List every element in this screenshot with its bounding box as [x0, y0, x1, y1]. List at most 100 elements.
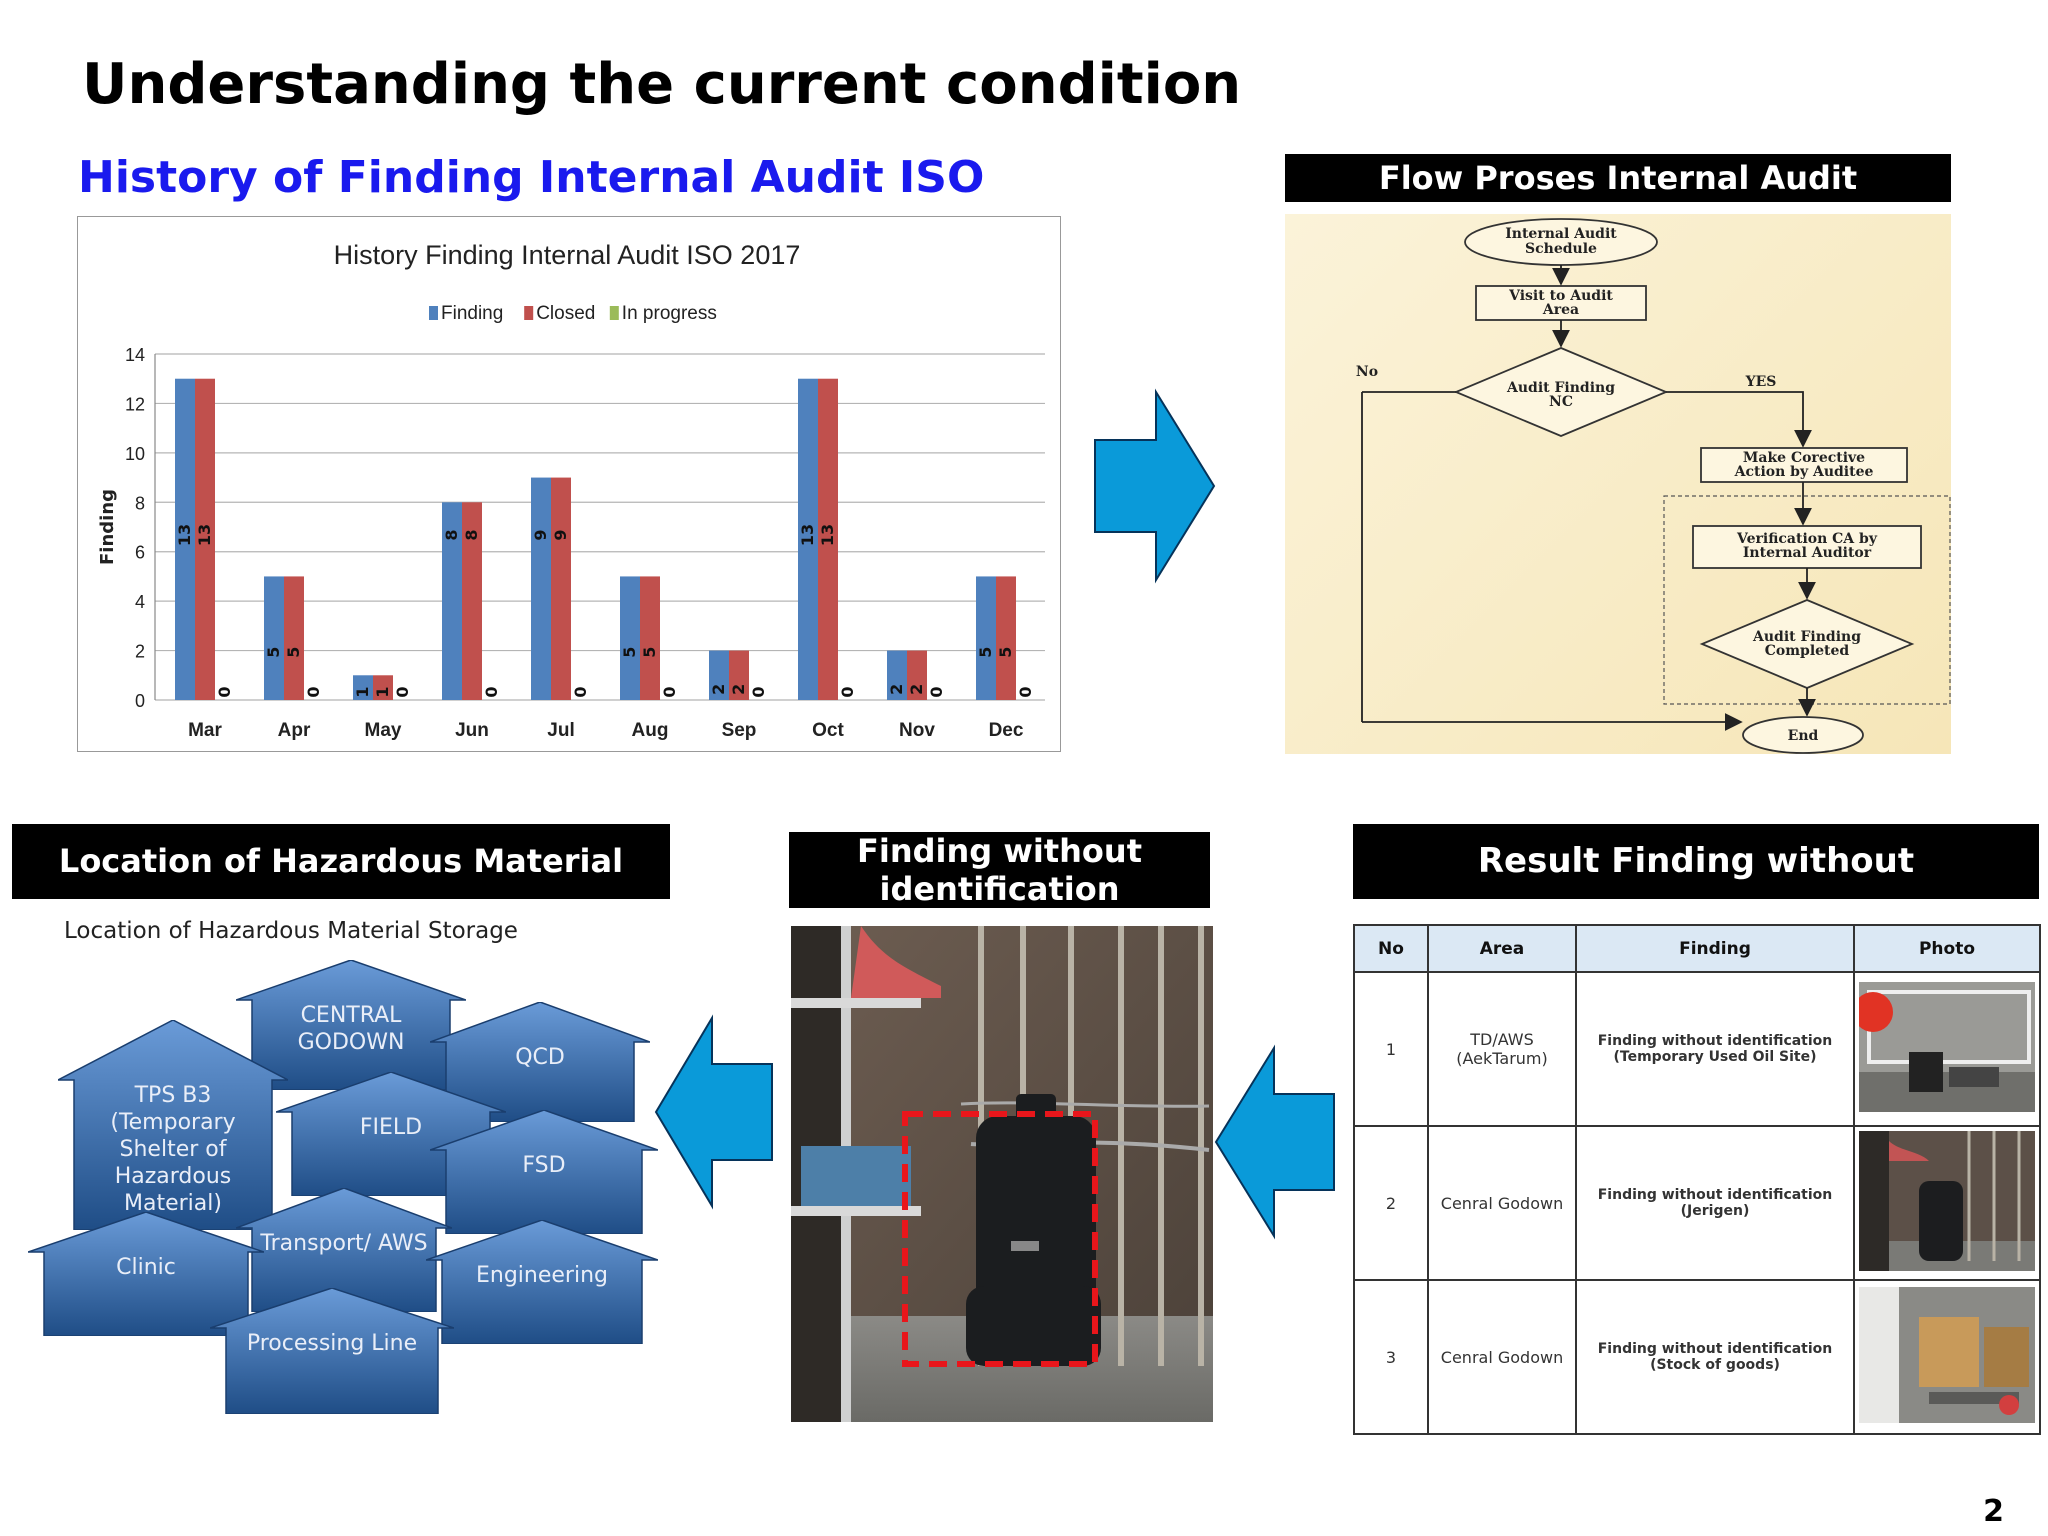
data-label: 13	[798, 524, 817, 546]
data-label: 5	[996, 647, 1015, 658]
bar-closed	[551, 477, 571, 700]
data-label: 1	[353, 686, 372, 697]
bar-closed	[640, 576, 660, 700]
data-label: 2	[729, 684, 748, 695]
x-tick-label: Sep	[722, 720, 757, 741]
header-finding: Finding	[1575, 924, 1855, 973]
bar-closed	[284, 576, 304, 700]
bar-closed	[462, 502, 482, 700]
bar-closed	[373, 675, 393, 700]
bar-finding	[442, 502, 462, 700]
header-area: Area	[1427, 924, 1577, 973]
data-label: 2	[887, 684, 906, 695]
cell-photo	[1853, 971, 2041, 1127]
photo-jerigen	[1859, 1131, 2035, 1271]
data-label: 5	[264, 647, 283, 658]
y-tick-label: 6	[135, 543, 145, 563]
flow-schedule-line1: Internal Audit	[1505, 226, 1617, 242]
hazard-diagram-title: Location of Hazardous Material Storage	[64, 918, 518, 944]
hazard-location-field: FIELD	[359, 1115, 423, 1140]
house-shape-clinic	[28, 1212, 264, 1336]
flow-completed-line2: Completed	[1765, 643, 1850, 659]
flowchart: Internal Audit Schedule Visit to Audit A…	[1356, 218, 1951, 754]
bar-closed	[729, 650, 749, 700]
photo-stock-goods	[1859, 1287, 2035, 1423]
cell-no: 2	[1353, 1125, 1429, 1281]
data-label: 5	[976, 647, 995, 658]
flow-decision-line1: Audit Finding	[1506, 380, 1615, 396]
bar-closed	[195, 378, 215, 700]
data-label: 13	[195, 524, 214, 546]
flow-node-decision	[1453, 347, 1669, 437]
table-row: 1 TD/AWS (AekTarum) Finding without iden…	[1353, 971, 2041, 1127]
hazard-location-engineering: Engineering	[476, 1263, 608, 1288]
data-label: 0	[927, 686, 946, 697]
bar-closed	[818, 378, 838, 700]
bar-finding	[531, 477, 551, 700]
chart-title: History Finding Internal Audit ISO 2017	[334, 240, 801, 270]
arrow-right-icon	[1094, 388, 1216, 584]
flow-node-end	[1742, 716, 1864, 754]
flow-yes-label: YES	[1745, 374, 1777, 390]
flow-visit-line2: Area	[1542, 302, 1579, 318]
data-label: 9	[551, 529, 570, 540]
y-tick-label: 4	[135, 592, 145, 612]
bar-finding	[798, 378, 818, 700]
flow-visit-line1: Visit to Audit	[1508, 288, 1613, 304]
hazard-location-central-godown: CENTRAL GODOWN	[297, 1003, 405, 1055]
legend-swatch	[609, 306, 619, 320]
house-shape-transport-aws	[236, 1188, 452, 1312]
flow-no-label: No	[1356, 364, 1378, 380]
y-tick-label: 14	[125, 345, 145, 365]
data-label: 8	[462, 529, 481, 540]
hazard-location-qcd: QCD	[515, 1045, 565, 1070]
data-label: 5	[620, 647, 639, 658]
x-tick-label: Dec	[989, 720, 1024, 741]
cell-area: Cenral Godown	[1427, 1125, 1577, 1281]
data-label: 9	[531, 529, 550, 540]
x-tick-label: Nov	[899, 720, 935, 741]
page-title: Understanding the current condition	[82, 52, 1242, 117]
bar-finding	[976, 576, 996, 700]
x-tick-label: Mar	[188, 720, 222, 741]
hazard-location-processing-line: Processing Line	[246, 1331, 418, 1356]
data-label: 13	[175, 524, 194, 546]
legend-label: Closed	[536, 303, 595, 324]
flow-schedule-line2: Schedule	[1525, 241, 1597, 257]
hazard-section-title: Location of Hazardous Material Storage	[12, 824, 670, 955]
cell-no: 3	[1353, 1279, 1429, 1435]
flow-section-title: Flow Proses Internal Audit	[1285, 154, 1951, 202]
legend-label: Finding	[441, 303, 503, 324]
flow-completed-line1: Audit Finding	[1752, 629, 1861, 645]
cell-area: Cenral Godown	[1427, 1279, 1577, 1435]
header-no: No	[1353, 924, 1429, 973]
cell-finding: Finding without identification (Jerigen)	[1575, 1125, 1855, 1281]
flow-corrective-line1: Make Corective	[1743, 450, 1865, 466]
bar-finding	[887, 650, 907, 700]
flow-node-visit	[1475, 285, 1647, 321]
data-label: 5	[640, 647, 659, 658]
data-label: 0	[393, 686, 412, 697]
x-tick-label: Aug	[632, 720, 669, 741]
data-label: 1	[373, 686, 392, 697]
chart-section-title: History of Finding Internal Audit ISO	[78, 152, 985, 203]
hazard-location-transport-aws: Transport/ AWS	[260, 1231, 428, 1256]
cell-photo	[1853, 1279, 2041, 1435]
result-table: No Area Finding Photo 1 TD/AWS (AekTarum…	[1353, 924, 2041, 1435]
finding-section-title: Finding without identification	[789, 832, 1210, 908]
flow-node-verification	[1692, 525, 1922, 569]
photo-oil-site	[1853, 982, 2035, 1112]
cell-no: 1	[1353, 971, 1429, 1127]
x-tick-label: Jul	[547, 720, 574, 741]
y-axis-label: Finding	[97, 489, 118, 565]
house-shape-fsd	[430, 1110, 658, 1234]
house-shape-engineering	[426, 1220, 658, 1344]
bar-finding	[709, 650, 729, 700]
bar-finding	[620, 576, 640, 700]
table-header-row: No Area Finding Photo	[1353, 924, 2041, 973]
bar-finding	[264, 576, 284, 700]
bar-closed	[996, 576, 1016, 700]
bar-finding	[175, 378, 195, 700]
flow-verification-line2: Internal Auditor	[1743, 545, 1872, 561]
result-section-title: Result Finding without identification	[1353, 824, 2039, 956]
